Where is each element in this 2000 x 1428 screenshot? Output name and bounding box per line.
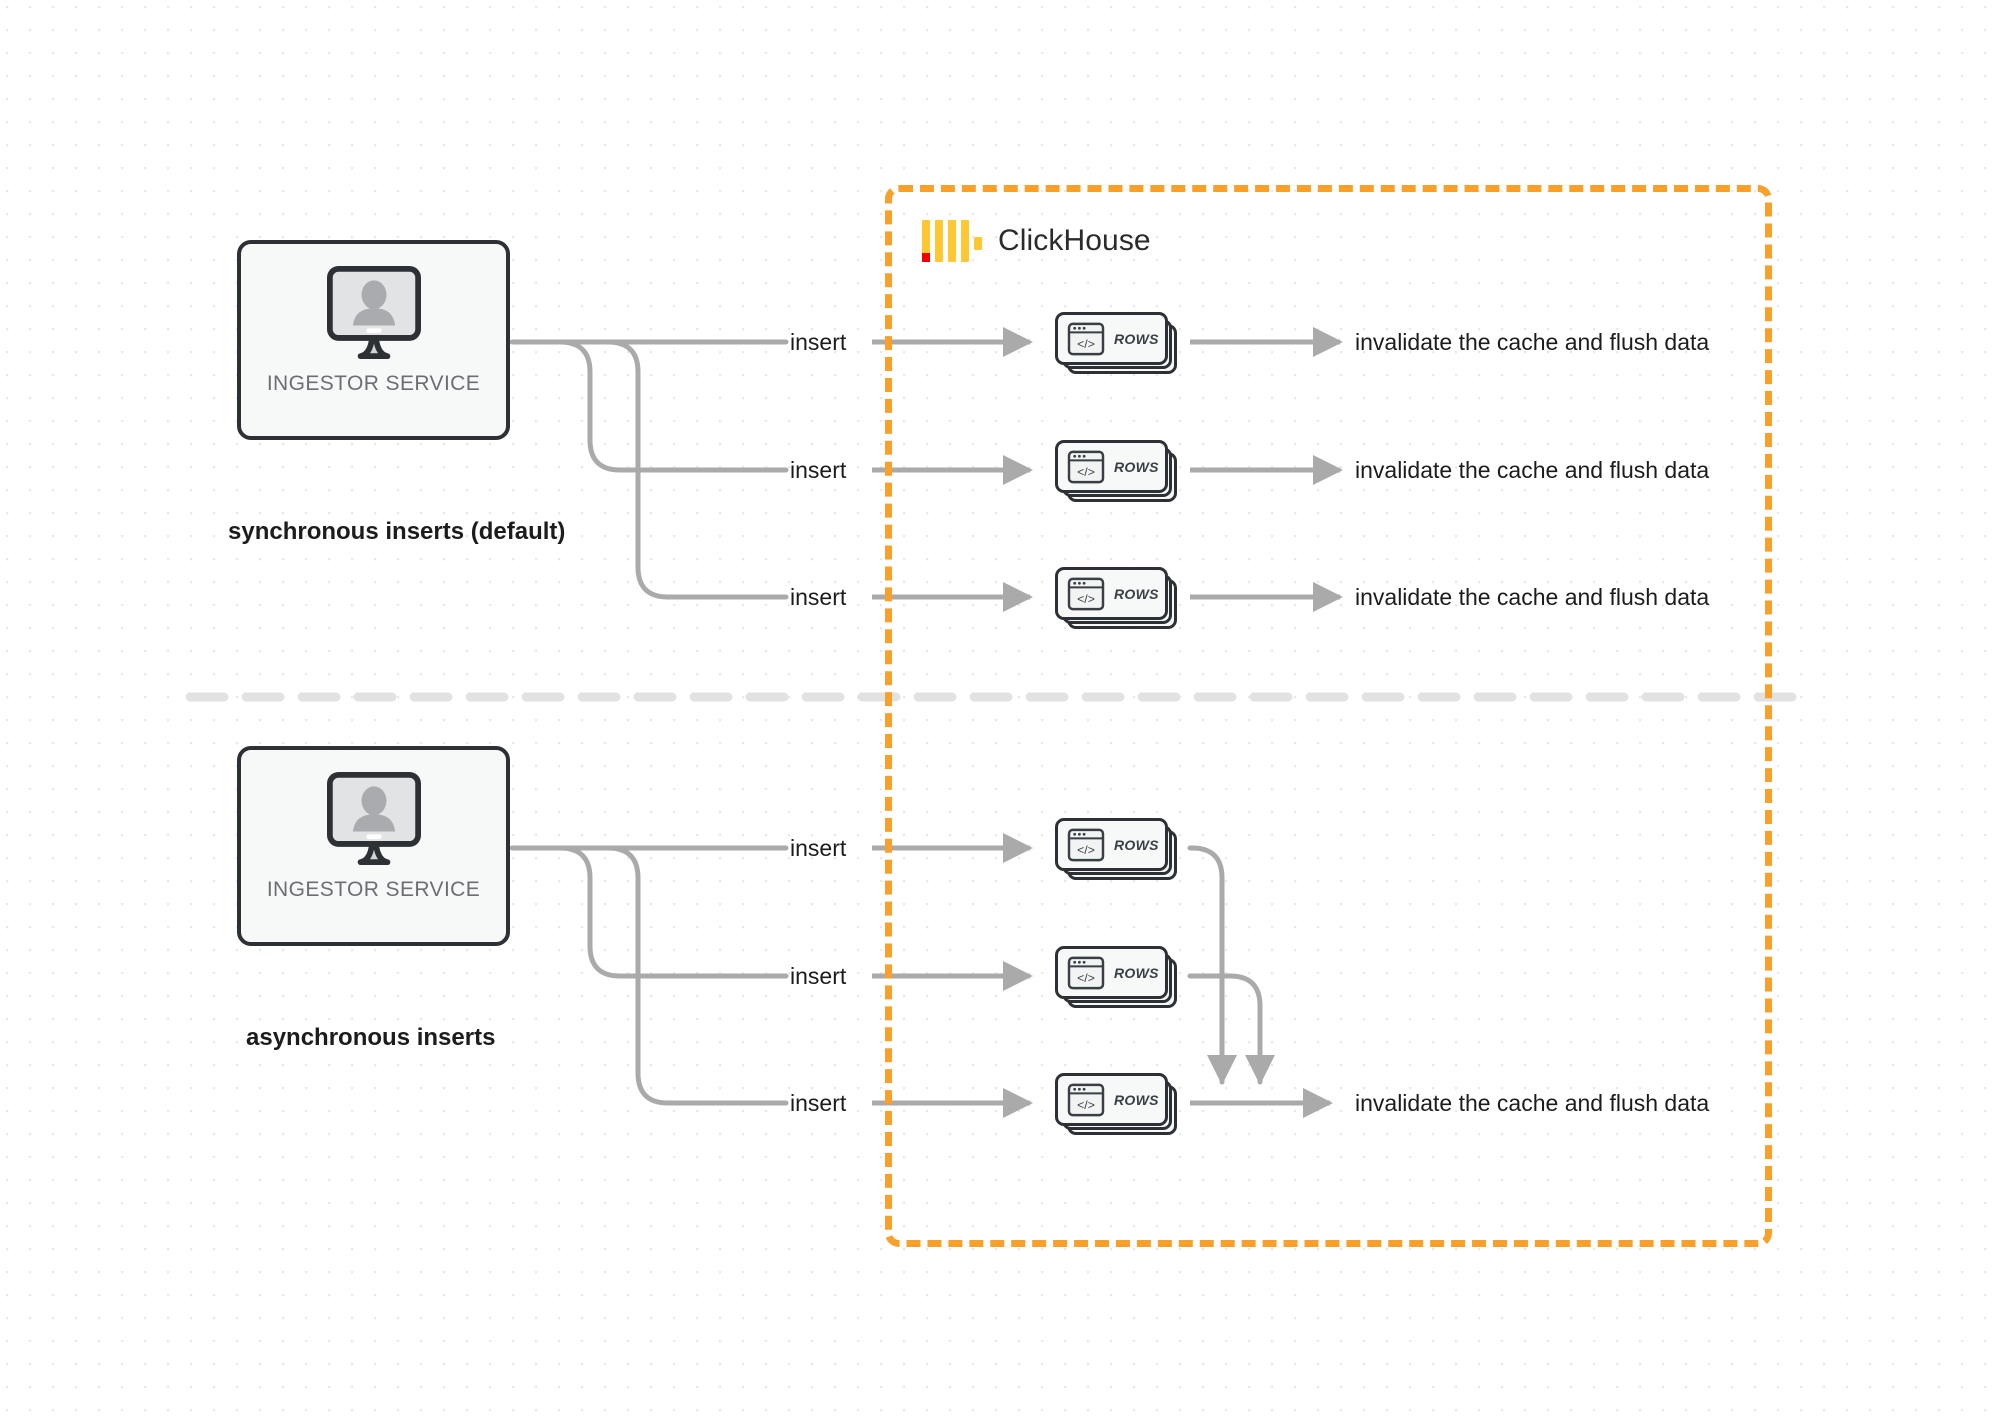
logo-nub <box>974 237 982 250</box>
code-window-icon: </> <box>1067 577 1105 610</box>
svg-text:</>: </> <box>1077 591 1095 605</box>
card-layer-front: </> ROWS <box>1055 312 1168 365</box>
rows-card-sync-2[interactable]: </> ROWS <box>1055 440 1177 502</box>
rows-card-label: ROWS <box>1114 1091 1159 1108</box>
clickhouse-wordmark: ClickHouse <box>998 224 1151 257</box>
insert-label-sync-1: insert <box>790 329 847 355</box>
card-layer-front: </> ROWS <box>1055 567 1168 620</box>
code-window-icon: </> <box>1067 956 1105 989</box>
result-label-sync-3: invalidate the cache and flush data <box>1355 584 1710 610</box>
logo-bar-3 <box>948 220 956 262</box>
code-window-icon: </> <box>1067 450 1105 483</box>
card-layer-front: </> ROWS <box>1055 1073 1168 1126</box>
rows-card-label: ROWS <box>1114 330 1159 347</box>
svg-text:</>: </> <box>1077 970 1095 984</box>
monitor-user-icon <box>326 266 421 360</box>
svg-text:</>: </> <box>1077 842 1095 856</box>
insert-label-async-2: insert <box>790 963 847 989</box>
svg-text:</>: </> <box>1077 336 1095 350</box>
rows-card-async-1[interactable]: </> ROWS <box>1055 818 1177 880</box>
code-window-icon: </> <box>1067 322 1105 355</box>
ingestor-service-sync[interactable]: INGESTOR SERVICE <box>237 240 510 440</box>
rows-card-label: ROWS <box>1114 836 1159 853</box>
logo-bar-4 <box>961 220 969 262</box>
rows-card-label: ROWS <box>1114 458 1159 475</box>
svg-text:</>: </> <box>1077 1097 1095 1111</box>
card-layer-front: </> ROWS <box>1055 946 1168 999</box>
clickhouse-logo-icon <box>922 220 982 262</box>
clickhouse-brand: ClickHouse <box>922 220 1151 262</box>
logo-bar-1 <box>922 220 930 262</box>
rows-card-label: ROWS <box>1114 585 1159 602</box>
result-label-sync-2: invalidate the cache and flush data <box>1355 457 1710 483</box>
async-branch-wires <box>509 845 789 1106</box>
ingestor-service-label-sync: INGESTOR SERVICE <box>266 372 481 395</box>
rows-card-sync-3[interactable]: </> ROWS <box>1055 567 1177 629</box>
logo-bar-2 <box>935 220 943 262</box>
sync-branch-wires <box>509 339 789 600</box>
rows-card-async-3[interactable]: </> ROWS <box>1055 1073 1177 1135</box>
monitor-user-icon <box>326 772 421 866</box>
logo-red-accent <box>922 253 930 262</box>
rows-card-label: ROWS <box>1114 964 1159 981</box>
code-window-icon: </> <box>1067 828 1105 861</box>
result-label-sync-1: invalidate the cache and flush data <box>1355 329 1710 355</box>
caption-synchronous-inserts: synchronous inserts (default) <box>228 518 566 545</box>
clickhouse-boundary <box>885 185 1772 1247</box>
insert-label-async-1: insert <box>790 835 847 861</box>
ingestor-service-async[interactable]: INGESTOR SERVICE <box>237 746 510 946</box>
card-layer-front: </> ROWS <box>1055 440 1168 493</box>
svg-text:</>: </> <box>1077 464 1095 478</box>
insert-label-sync-3: insert <box>790 584 847 610</box>
insert-label-sync-2: insert <box>790 457 847 483</box>
insert-label-async-3: insert <box>790 1090 847 1116</box>
rows-card-async-2[interactable]: </> ROWS <box>1055 946 1177 1008</box>
code-window-icon: </> <box>1067 1083 1105 1116</box>
caption-asynchronous-inserts: asynchronous inserts <box>246 1024 496 1051</box>
rows-card-sync-1[interactable]: </> ROWS <box>1055 312 1177 374</box>
result-label-async-merged: invalidate the cache and flush data <box>1355 1090 1710 1116</box>
ingestor-service-label-async: INGESTOR SERVICE <box>266 878 481 901</box>
card-layer-front: </> ROWS <box>1055 818 1168 871</box>
